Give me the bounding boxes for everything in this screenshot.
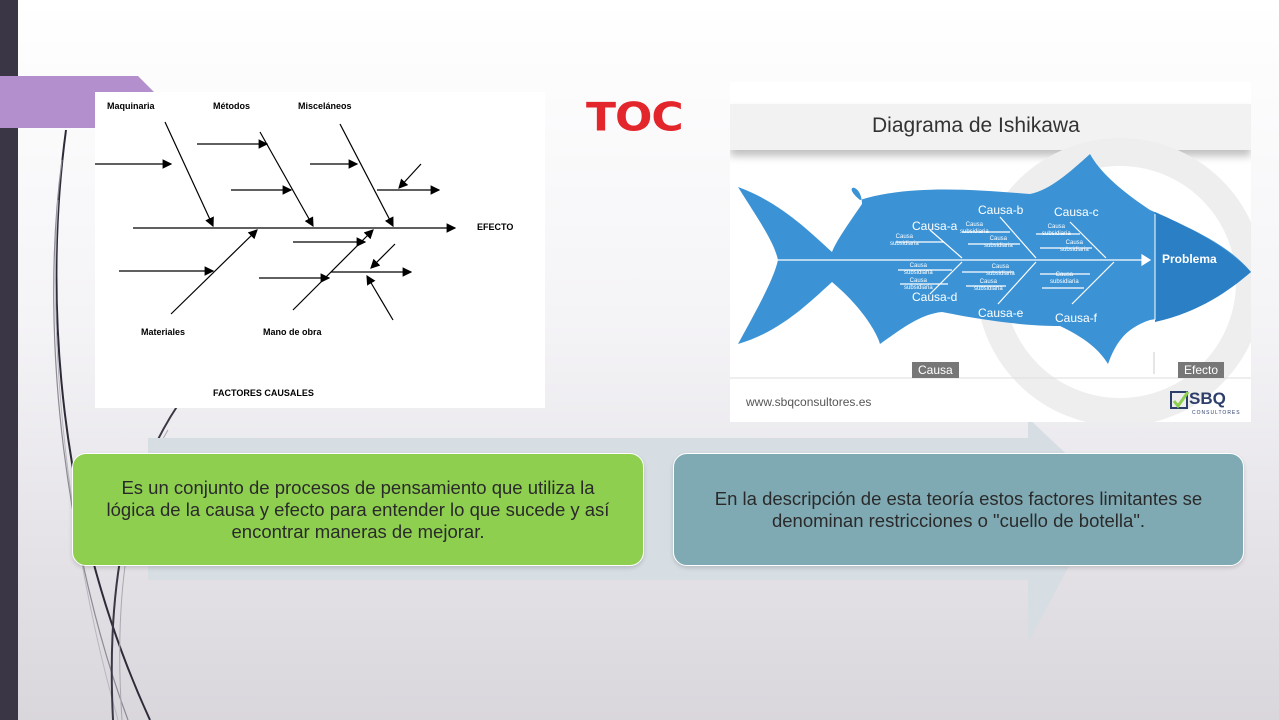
cause-a-label: Causa-a bbox=[912, 219, 958, 233]
definition-text: Es un conjunto de procesos de pensamient… bbox=[106, 476, 610, 542]
label-maquinaria: Maquinaria bbox=[107, 101, 155, 111]
label-metodos: Métodos bbox=[213, 101, 250, 111]
label-factores-causales: FACTORES CAUSALES bbox=[213, 388, 314, 398]
source-url: www.sbqconsultores.es bbox=[746, 395, 872, 409]
cause-f-label: Causa-f bbox=[1055, 311, 1098, 325]
sbq-logo-icon bbox=[1170, 391, 1190, 409]
fish-graphic bbox=[730, 138, 1251, 422]
definition-box: Es un conjunto de procesos de pensamient… bbox=[72, 453, 644, 566]
fishbone-diagram: Maquinaria Métodos Misceláneos EFECTO Ma… bbox=[95, 92, 545, 408]
label-materiales: Materiales bbox=[141, 327, 186, 337]
label-mano-de-obra: Mano de obra bbox=[263, 327, 322, 337]
label-efecto: EFECTO bbox=[477, 222, 514, 232]
sbq-brand: SBQ bbox=[1189, 389, 1226, 408]
constraints-text: En la descripción de esta teoría estos f… bbox=[714, 487, 1203, 531]
cause-d-label: Causa-d bbox=[912, 290, 958, 304]
left-sidebar-bar bbox=[0, 0, 18, 720]
cause-b-label: Causa-b bbox=[978, 203, 1024, 217]
cause-e-label: Causa-e bbox=[978, 306, 1024, 320]
sbq-brand-sub: CONSULTORES bbox=[1192, 410, 1241, 416]
fishbone-lines bbox=[95, 121, 457, 321]
effect-tag: Efecto bbox=[1178, 362, 1225, 378]
cause-c-label: Causa-c bbox=[1054, 205, 1099, 219]
ishikawa-diagram: Diagrama de Ishikawa bbox=[730, 82, 1251, 422]
ishikawa-title: Diagrama de Ishikawa bbox=[872, 114, 1080, 137]
toc-logo: TOC bbox=[586, 94, 684, 141]
ishikawa-title-bar: Diagrama de Ishikawa bbox=[730, 104, 1251, 150]
problem-label: Problema bbox=[1162, 252, 1217, 266]
cause-tag: Causa bbox=[912, 362, 959, 378]
label-miscelaneos: Misceláneos bbox=[298, 101, 352, 111]
constraints-box: En la descripción de esta teoría estos f… bbox=[673, 453, 1244, 566]
